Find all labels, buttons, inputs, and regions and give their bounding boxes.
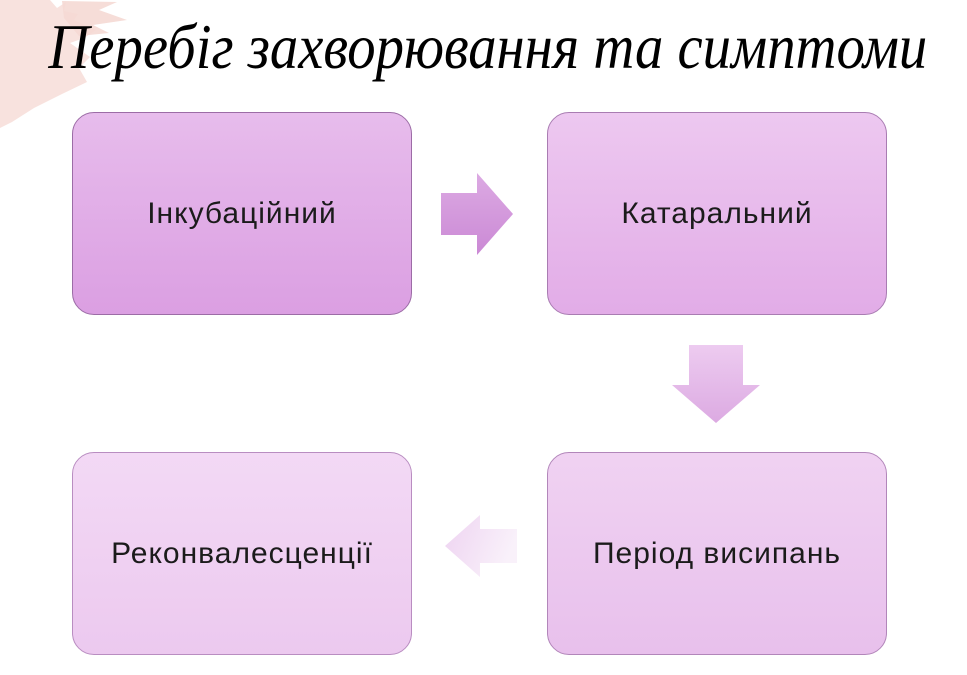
arrow-left-icon [445, 515, 517, 577]
stage-box-3: Період висипань [547, 452, 887, 655]
arrow-down-icon [672, 345, 760, 423]
stage-box-1: Інкубаційний [72, 112, 412, 315]
stage-label: Реконвалесценції [111, 536, 373, 570]
stage-box-4: Реконвалесценції [72, 452, 412, 655]
stage-label: Інкубаційний [147, 196, 337, 230]
stage-label: Період висипань [592, 536, 842, 570]
slide-title: Перебіг захворювання та симптоми [48, 12, 928, 82]
stage-label: Катаральний [621, 196, 813, 230]
stage-box-2: Катаральний [547, 112, 887, 315]
arrow-right-icon [441, 173, 513, 255]
